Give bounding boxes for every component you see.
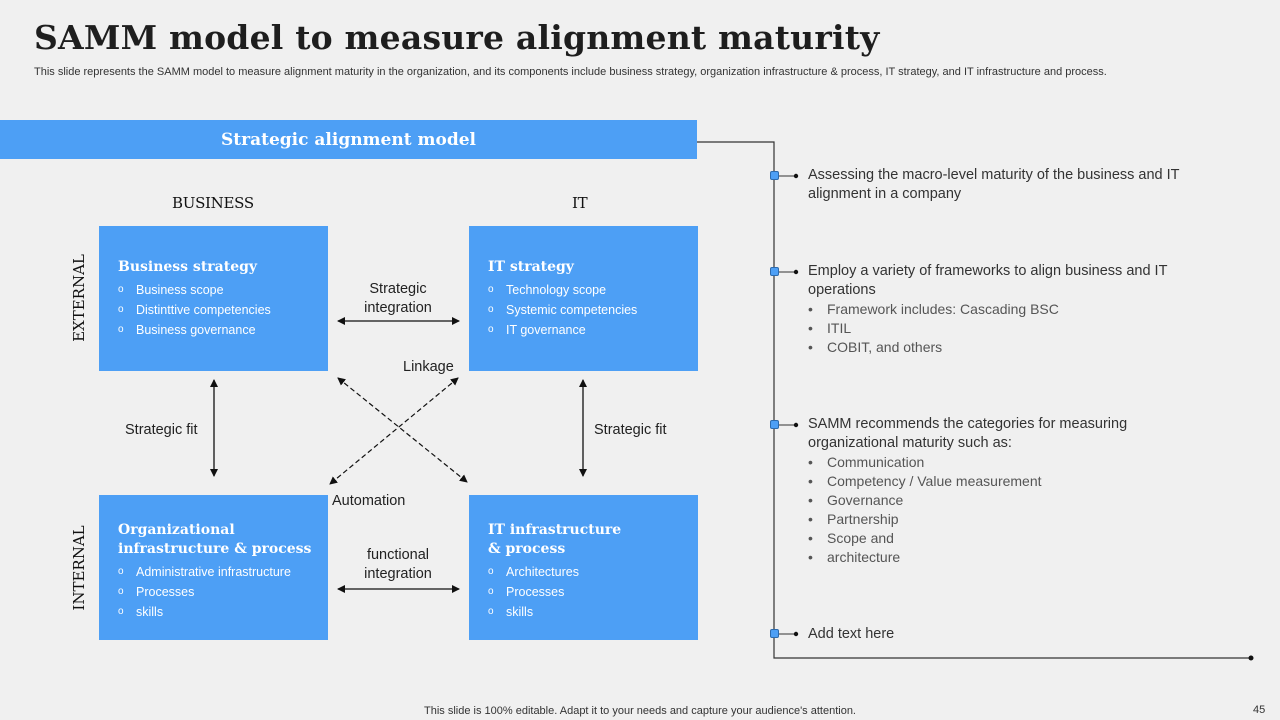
list-item: Competency / Value measurement: [808, 472, 1238, 491]
circle-bullet-icon: o: [488, 304, 494, 315]
box-title: IT infrastructure & process: [488, 522, 622, 557]
timeline-node-1: [770, 171, 779, 180]
functional-integration-label: functional integration: [364, 547, 432, 582]
timeline-node-3: [770, 420, 779, 429]
node-dot-1: [793, 173, 799, 179]
right-point-2: Employ a variety of frameworks to align …: [808, 262, 1238, 357]
circle-bullet-icon: o: [118, 606, 124, 617]
list-item: COBIT, and others: [808, 338, 1238, 357]
list-item: Framework includes: Cascading BSC: [808, 300, 1238, 319]
list-item: Partnership: [808, 510, 1238, 529]
timeline-connector: [697, 141, 1250, 659]
timeline-end-dot: [1248, 655, 1254, 661]
page-title: SAMM model to measure alignment maturity: [34, 18, 880, 57]
box-title: IT strategy: [488, 259, 574, 275]
list-item: Scope and: [808, 529, 1238, 548]
footer-note: This slide is 100% editable. Adapt it to…: [424, 705, 856, 717]
circle-bullet-icon: o: [118, 284, 124, 295]
node-dot-4: [793, 631, 799, 637]
timeline-node-2: [770, 267, 779, 276]
list-item: architecture: [808, 548, 1238, 567]
strategic-integration-label: Strategic integration: [364, 281, 432, 316]
circle-bullet-icon: o: [118, 586, 124, 597]
automation-label: Automation: [332, 493, 406, 509]
circle-bullet-icon: o: [488, 284, 494, 295]
right-point-4[interactable]: Add text here: [808, 626, 895, 642]
page-subtitle: This slide represents the SAMM model to …: [34, 66, 1107, 78]
list-item: Communication: [808, 453, 1238, 472]
sub-bullet-list: Framework includes: Cascading BSC ITIL C…: [808, 300, 1238, 357]
circle-bullet-icon: o: [488, 324, 494, 335]
sub-bullet-list: Communication Competency / Value measure…: [808, 453, 1238, 567]
circle-bullet-icon: o: [118, 324, 124, 335]
circle-bullet-icon: o: [488, 586, 494, 597]
list-item: Governance: [808, 491, 1238, 510]
box-title: Organizational infrastructure & process: [118, 522, 312, 557]
circle-bullet-icon: o: [118, 566, 124, 577]
strategic-fit-left-label: Strategic fit: [125, 422, 198, 438]
strategic-alignment-banner: Strategic alignment model: [0, 120, 697, 159]
page-number: 45: [1253, 704, 1266, 716]
circle-bullet-icon: o: [488, 606, 494, 617]
timeline-node-4: [770, 629, 779, 638]
linkage-dashed-arrow: [337, 377, 468, 483]
node-dot-3: [793, 422, 799, 428]
circle-bullet-icon: o: [488, 566, 494, 577]
strategic-fit-right-label: Strategic fit: [594, 422, 667, 438]
column-header-it: IT: [572, 194, 588, 212]
org-infrastructure-box: Organizational infrastructure & process …: [99, 495, 328, 640]
node-dot-2: [793, 269, 799, 275]
list-item: ITIL: [808, 319, 1238, 338]
automation-dashed-arrow: [329, 377, 459, 485]
right-point-1: Assessing the macro-level maturity of th…: [808, 167, 1180, 202]
linkage-label: Linkage: [403, 359, 454, 375]
column-header-business: BUSINESS: [172, 194, 254, 212]
box-title: Business strategy: [118, 259, 258, 275]
right-point-3: SAMM recommends the categories for measu…: [808, 415, 1238, 567]
circle-bullet-icon: o: [118, 304, 124, 315]
